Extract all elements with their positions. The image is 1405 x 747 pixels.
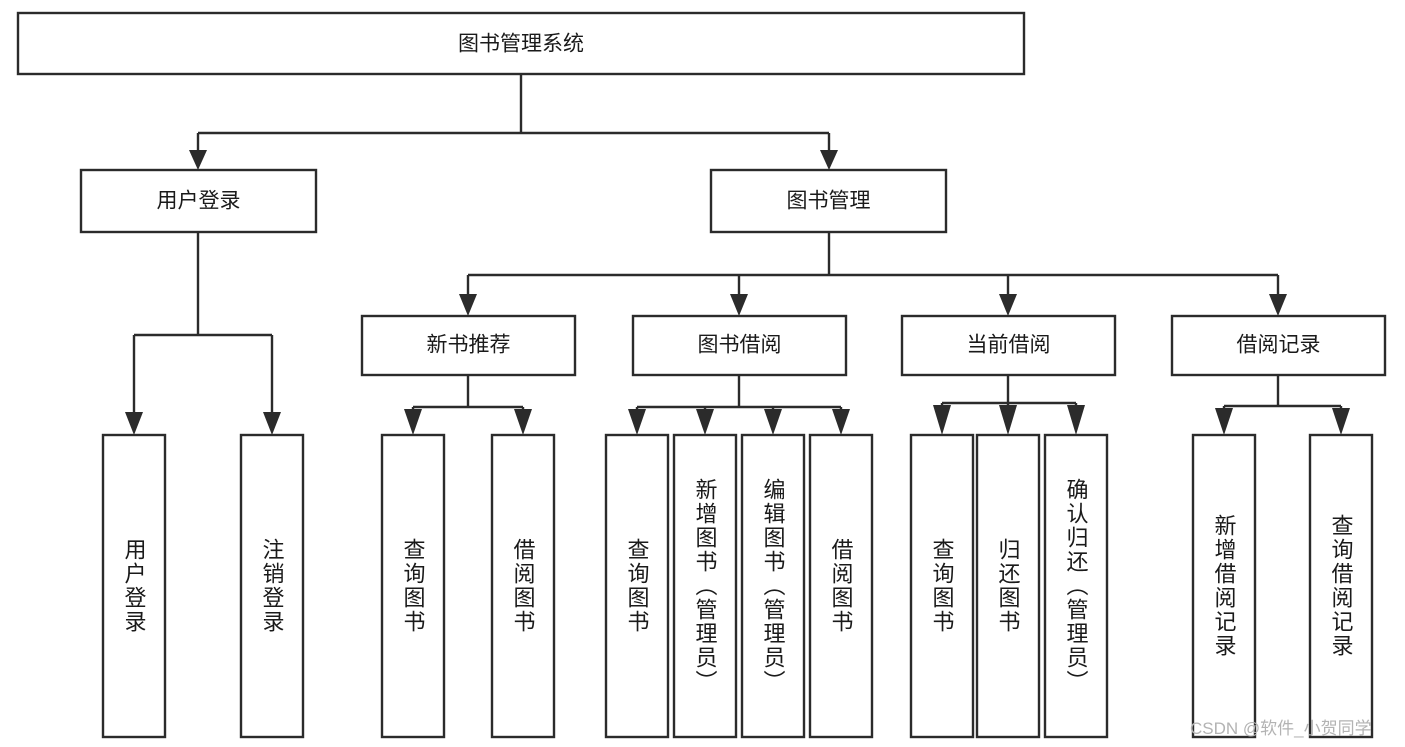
arrow-to-leaf-query-book-3 (933, 405, 951, 435)
node-book-management-label: 图书管理 (787, 190, 871, 213)
connector-group-root (189, 74, 838, 170)
node-book-borrow-box[interactable] (631, 314, 848, 377)
node-root-label: 图书管理系统 (458, 33, 584, 56)
node-leaf-borrow-book-1-box[interactable] (490, 433, 556, 739)
arrow-to-leaf-logout-login (263, 412, 281, 435)
node-leaf-query-book-1-box[interactable] (380, 433, 446, 739)
node-root-box[interactable] (16, 11, 1026, 76)
connector-group-user-login (125, 232, 281, 435)
node-leaf-query-book-1-label: 查询图书 (400, 538, 426, 634)
node-user-login-label: 用户登录 (157, 190, 241, 213)
node-book-borrow-label: 图书借阅 (698, 334, 782, 357)
node-leaf-confirm-return-box[interactable] (1043, 433, 1109, 739)
arrow-to-leaf-borrow-book-2 (832, 409, 850, 435)
node-leaf-return-book-label: 归还图书 (995, 538, 1021, 634)
arrow-to-leaf-add-book (696, 409, 714, 435)
node-leaf-borrow-book-2-box[interactable] (808, 433, 874, 739)
node-new-book-recommend-label: 新书推荐 (427, 334, 511, 357)
node-borrow-record-label: 借阅记录 (1237, 334, 1321, 357)
arrow-to-new-book-recommend (459, 294, 477, 316)
node-borrow-record-box[interactable] (1170, 314, 1387, 377)
node-leaf-query-book-3-box[interactable] (909, 433, 975, 739)
arrow-to-leaf-add-record (1215, 408, 1233, 435)
node-leaf-logout-login-label: 注销登录 (259, 538, 285, 634)
node-book-management-box[interactable] (709, 168, 948, 234)
arrow-to-leaf-query-book-2 (628, 409, 646, 435)
arrow-to-current-borrow (999, 294, 1017, 316)
arrow-to-leaf-query-book-1 (404, 409, 422, 435)
watermark-label: CSDN @软件_小贺同学 (1190, 719, 1372, 738)
arrow-to-leaf-confirm-return (1067, 405, 1085, 435)
arrow-to-borrow-record (1269, 294, 1287, 316)
arrow-to-leaf-user-login (125, 412, 143, 435)
arrow-to-leaf-borrow-book-1 (514, 409, 532, 435)
arrow-root-to-user-login (189, 150, 207, 170)
node-leaf-query-record-box[interactable] (1308, 433, 1374, 739)
connector-group-new-book-recommend (404, 375, 532, 435)
node-new-book-recommend-box[interactable] (360, 314, 577, 377)
node-leaf-query-book-3-label: 查询图书 (929, 538, 955, 634)
node-leaf-confirm-return-label: 确认归还（管理员） (1063, 478, 1089, 694)
node-user-login-box[interactable] (79, 168, 318, 234)
node-leaf-add-book-box[interactable] (672, 433, 738, 739)
node-leaf-edit-book-label: 编辑图书（管理员） (760, 478, 786, 694)
node-leaf-borrow-book-1-label: 借阅图书 (510, 538, 536, 634)
node-leaf-edit-book-box[interactable] (740, 433, 806, 739)
arrow-to-leaf-return-book (999, 405, 1017, 435)
node-leaf-return-book-box[interactable] (975, 433, 1041, 739)
arrow-to-leaf-query-record (1332, 408, 1350, 435)
node-leaf-add-book-label: 新增图书（管理员） (692, 478, 718, 694)
connector-group-book-borrow (628, 375, 850, 435)
node-leaf-logout-login-box[interactable] (239, 433, 305, 739)
node-leaf-query-record-label: 查询借阅记录 (1328, 514, 1354, 658)
connector-group-book-management (459, 232, 1287, 316)
node-leaf-query-book-2-box[interactable] (604, 433, 670, 739)
arrow-to-book-borrow (730, 294, 748, 316)
node-leaf-user-login-label: 用户登录 (121, 538, 147, 634)
connector-group-current-borrow (933, 375, 1085, 435)
node-current-borrow-box[interactable] (900, 314, 1117, 377)
arrow-to-leaf-edit-book (764, 409, 782, 435)
node-leaf-add-record-label: 新增借阅记录 (1211, 514, 1237, 658)
node-leaf-add-record-box[interactable] (1191, 433, 1257, 739)
node-leaf-borrow-book-2-label: 借阅图书 (828, 538, 854, 634)
node-leaf-query-book-2-label: 查询图书 (624, 538, 650, 634)
connector-group-borrow-record (1215, 375, 1350, 435)
arrow-root-to-book-management (820, 150, 838, 170)
node-current-borrow-label: 当前借阅 (967, 334, 1051, 357)
node-leaf-user-login-box[interactable] (101, 433, 167, 739)
